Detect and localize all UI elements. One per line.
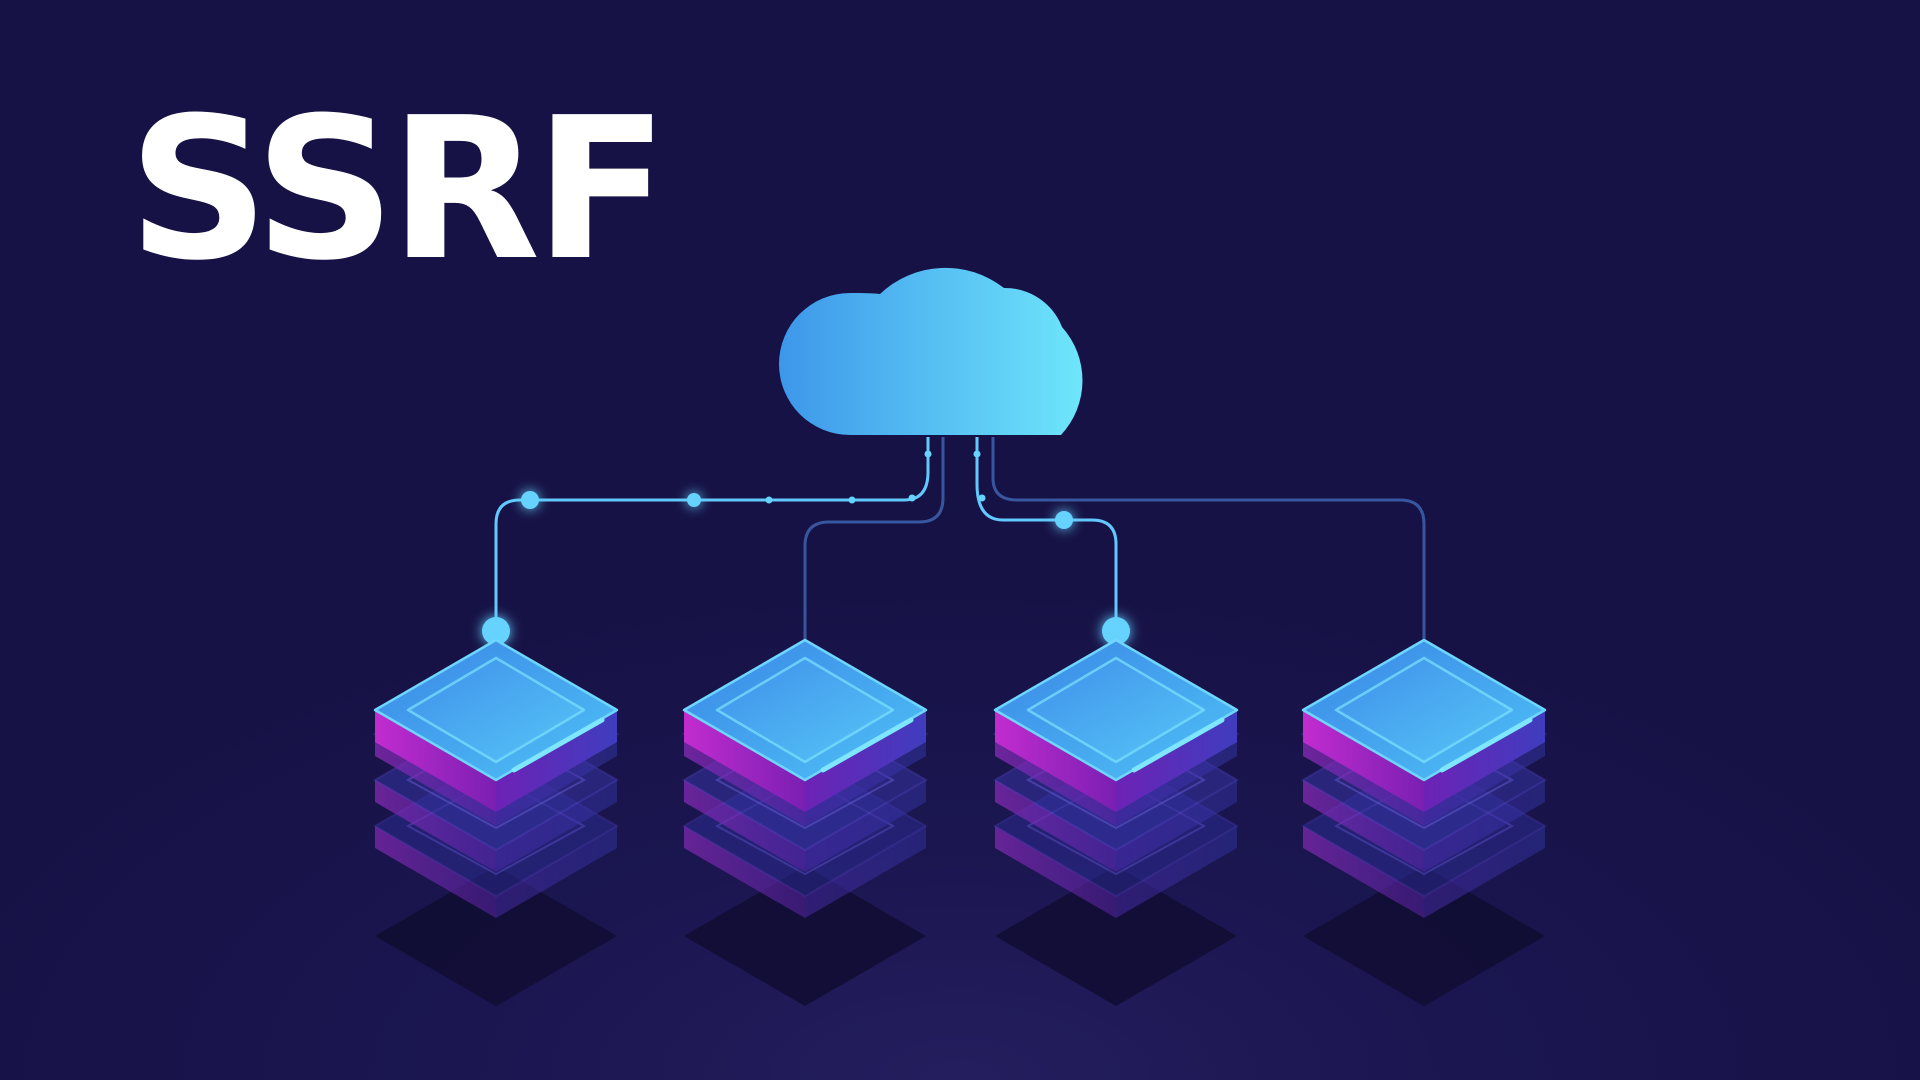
connector-server-4	[991, 437, 1426, 648]
page-title: SSRF	[128, 76, 668, 304]
server-stack-icon	[995, 640, 1237, 1006]
connector-server-3	[975, 437, 1118, 632]
cloud-icon	[779, 267, 1083, 435]
server-stack-icon	[1303, 640, 1545, 1006]
server-stack-icon	[375, 640, 617, 1006]
connector-server-1	[494, 437, 930, 632]
server-stack-icon	[684, 640, 926, 1006]
connection-nodes	[482, 450, 1130, 645]
connector-server-2	[803, 437, 945, 648]
